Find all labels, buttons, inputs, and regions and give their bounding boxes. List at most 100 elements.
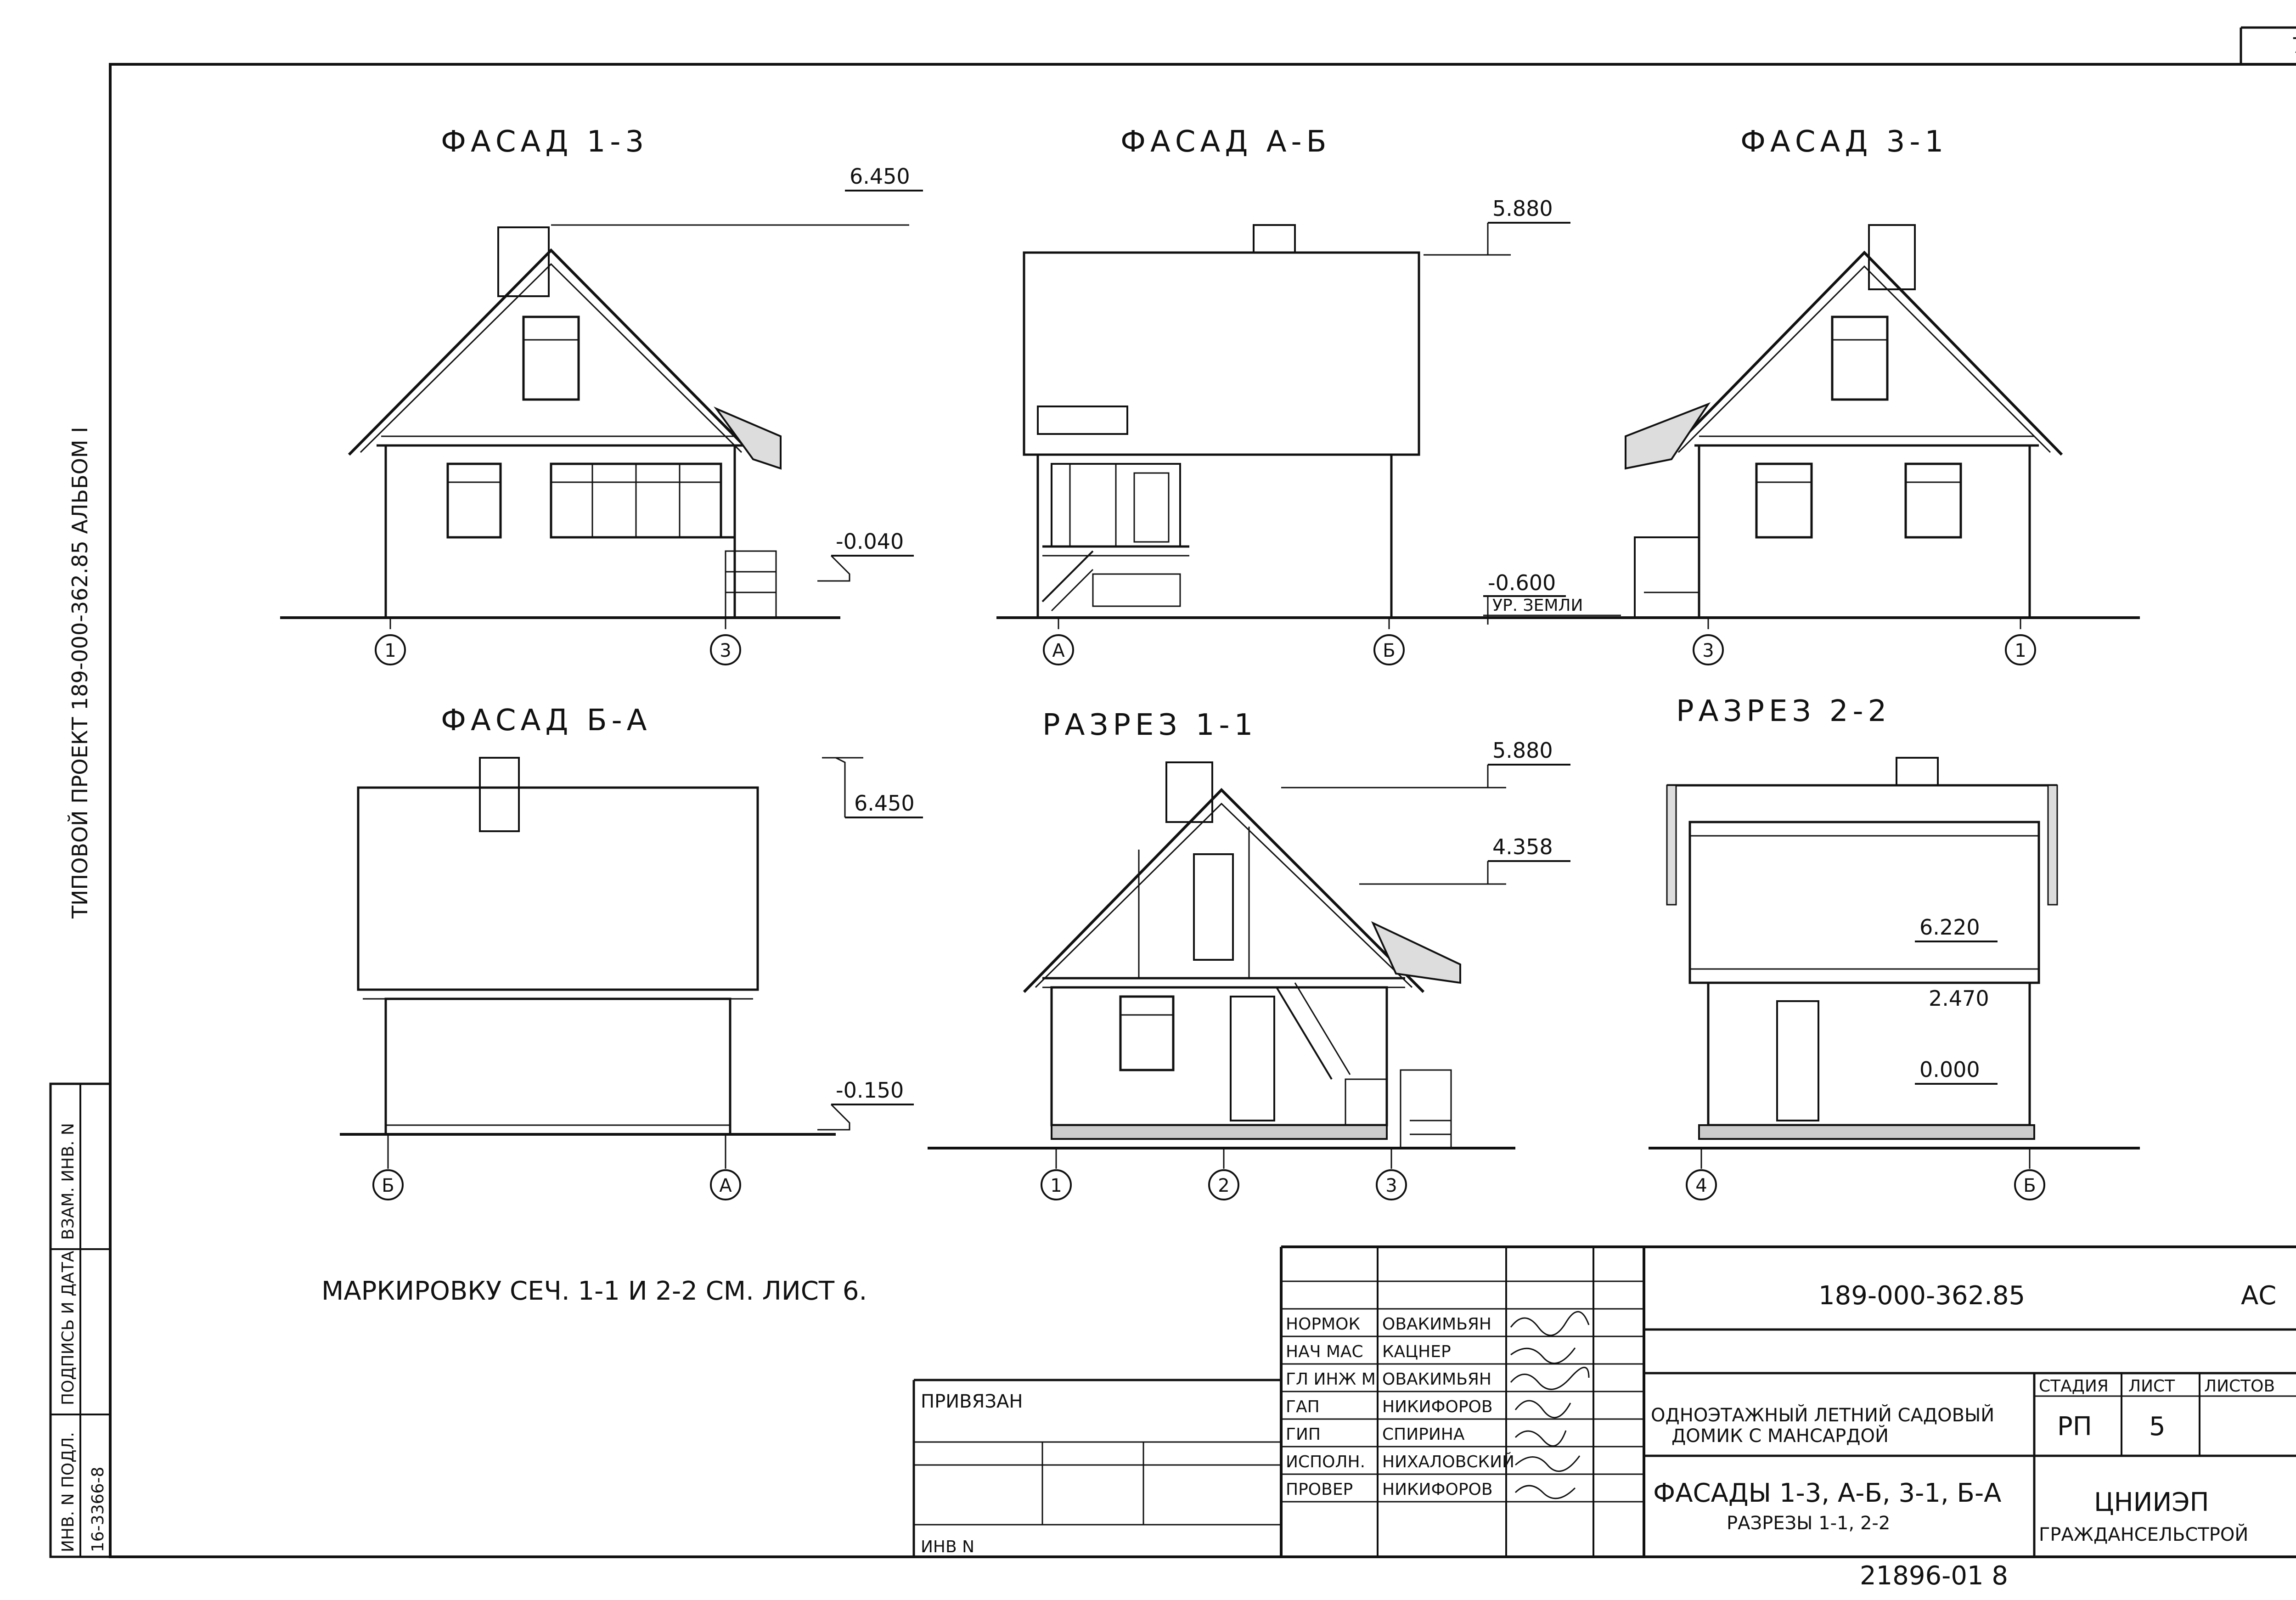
role-label: ПРОВЕР — [1286, 1480, 1353, 1499]
album-side-label: ТИПОВОЙ ПРОЕКТ 189-000-362.85 АЛЬБОМ I — [68, 427, 92, 919]
roof-outline — [1023, 788, 1425, 993]
role-name: НИКИФОРОВ — [1382, 1397, 1493, 1416]
axis-marker — [1686, 1169, 1717, 1200]
axis-marker — [1041, 1169, 1072, 1200]
axis-marker — [2014, 1169, 2045, 1200]
role-name: СПИРИНА — [1382, 1425, 1465, 1444]
axis-label: 2 — [1218, 1175, 1229, 1196]
axis-label: 1 — [1050, 1175, 1062, 1196]
level-middle: 2.470 — [1929, 986, 1989, 1011]
roof-outline — [1023, 251, 1420, 456]
axis-label: 3 — [720, 640, 731, 661]
level-top: 6.450 — [854, 791, 915, 816]
level-bottom: -0.040 — [836, 529, 904, 554]
inv-n-label: ИНВ N — [921, 1538, 974, 1556]
stamp-inv-podl: ИНВ. N ПОДЛ. — [59, 1432, 78, 1552]
roof-outline — [348, 248, 754, 456]
axis-label: 1 — [384, 640, 396, 661]
view-title: ФАСАД А-Б — [1120, 125, 1331, 159]
house-wall — [384, 444, 736, 619]
roof-outline — [357, 786, 759, 991]
axis-marker — [1208, 1169, 1239, 1200]
stamp-inv-value: 16-3366-8 — [89, 1467, 107, 1552]
axis-marker — [1693, 634, 1724, 665]
house-wall — [1698, 444, 2031, 619]
sheet-header: ЛИСТ — [2128, 1377, 2175, 1396]
level-upper: 6.220 — [1919, 915, 1980, 940]
object-name-line2: ДОМИК С МАНСАРДОЙ — [1671, 1425, 1889, 1447]
view-title: ФАСАД Б-А — [441, 704, 651, 738]
view-section-1-1: РАЗРЕЗ 1-1 5.880 4.358 1 2 — [928, 708, 1570, 1200]
house-wall — [1050, 986, 1388, 1127]
view-title: ФАСАД 3-1 — [1740, 125, 1948, 159]
role-label: ГИП — [1286, 1425, 1321, 1444]
window — [1904, 462, 1962, 539]
view-facade-3-1: ФАСАД 3-1 3 1 — [1625, 125, 2140, 665]
axis-label: 1 — [2015, 640, 2026, 661]
axis-marker — [710, 634, 741, 665]
axis-label: 3 — [1385, 1175, 1397, 1196]
stair-rail — [1041, 550, 1094, 603]
axis-marker — [372, 1169, 404, 1200]
marking-note: МАРКИРОВКУ СЕЧ. 1-1 И 2-2 СМ. ЛИСТ 6. — [321, 1276, 867, 1306]
view-title: ФАСАД 1-3 — [441, 125, 648, 159]
stage-value: РП — [2057, 1412, 2092, 1442]
chimney — [1896, 757, 1939, 786]
project-code: 189-000-362.85 — [1818, 1281, 2025, 1311]
window — [1119, 995, 1175, 1071]
axis-label: Б — [1383, 640, 1395, 661]
attic-door — [1193, 853, 1234, 961]
level-top: 6.450 — [850, 164, 910, 189]
organization-line2: ГРАЖДАНСЕЛЬСТРОЙ — [2039, 1523, 2248, 1545]
level-floor: 0.000 — [1919, 1057, 1980, 1082]
chimney — [479, 757, 520, 832]
axis-label: Б — [2023, 1175, 2036, 1196]
role-label: ГЛ ИНЖ М — [1286, 1370, 1376, 1389]
title-block: ПРИВЯЗАН ИНВ N НОРМОК ОВАКИМЬЯН НАЧ МАС … — [912, 1245, 2296, 1557]
attic-floor — [1688, 821, 2040, 984]
role-label: ИСПОЛН. — [1286, 1453, 1365, 1471]
role-label: ГАП — [1286, 1397, 1320, 1416]
drawing-mark: АС — [2241, 1281, 2276, 1311]
privyazan-label: ПРИВЯЗАН — [921, 1391, 1023, 1412]
archive-number: 21896-01 8 — [1860, 1561, 2008, 1591]
role-name: НИХАЛОВСКИЙ — [1382, 1452, 1514, 1471]
organization-line1: ЦНИИЭП — [2094, 1487, 2209, 1517]
house-wall — [384, 997, 732, 1136]
view-section-2-2: РАЗРЕЗ 2-2 6.220 2.470 0.000 4 Б — [1649, 694, 2140, 1200]
stamp-vzam-inv: ВЗАМ. ИНВ. N — [59, 1123, 78, 1240]
stair — [1276, 986, 1333, 1080]
roof-outline — [1666, 250, 2063, 456]
porch-stairs — [1634, 536, 1700, 619]
sheets-header: ЛИСТОВ — [2204, 1377, 2275, 1396]
left-stamp: ВЗАМ. ИНВ. N ПОДПИСЬ И ДАТА ИНВ. N ПОДЛ.… — [49, 1082, 112, 1558]
porch-stairs — [1400, 1069, 1452, 1149]
door — [1776, 1000, 1819, 1121]
axis-label: Б — [382, 1175, 394, 1196]
axis-label: 4 — [1695, 1175, 1707, 1196]
level-bottom: -0.150 — [836, 1078, 904, 1103]
window — [1755, 462, 1813, 539]
role-name: ОВАКИМЬЯН — [1382, 1315, 1491, 1334]
ground-label: УР. ЗЕМЛИ — [1492, 596, 1583, 615]
role-name: КАЦНЕР — [1382, 1342, 1451, 1361]
level-top: 5.880 — [1492, 196, 1553, 221]
axis-marker — [2005, 634, 2036, 665]
signatures — [1510, 1311, 1590, 1499]
chimney — [1868, 224, 1916, 290]
role-name: НИКИФОРОВ — [1382, 1480, 1493, 1499]
role-name: ОВАКИМЬЯН — [1382, 1370, 1491, 1389]
drawing-name-line2: РАЗРЕЗЫ 1-1, 2-2 — [1727, 1513, 1890, 1534]
axis-marker — [1043, 634, 1074, 665]
object-name-line1: ОДНОЭТАЖНЫЙ ЛЕТНИЙ САДОВЫЙ — [1651, 1404, 1994, 1426]
role-label: НАЧ МАС — [1286, 1342, 1363, 1361]
view-facade-a-b: ФАСАД А-Б 5.880 -0.600 УР. ЗЕМЛИ А — [996, 125, 1635, 665]
level-mid: 4.358 — [1492, 834, 1553, 859]
sheet-number: 7 — [2291, 33, 2296, 58]
role-label: НОРМОК — [1286, 1315, 1360, 1334]
axis-marker — [1373, 634, 1405, 665]
stage-header: СТАДИЯ — [2039, 1377, 2109, 1396]
level-bottom: -0.600 — [1488, 570, 1556, 595]
axis-marker — [1376, 1169, 1407, 1200]
level-top: 5.880 — [1492, 738, 1553, 763]
